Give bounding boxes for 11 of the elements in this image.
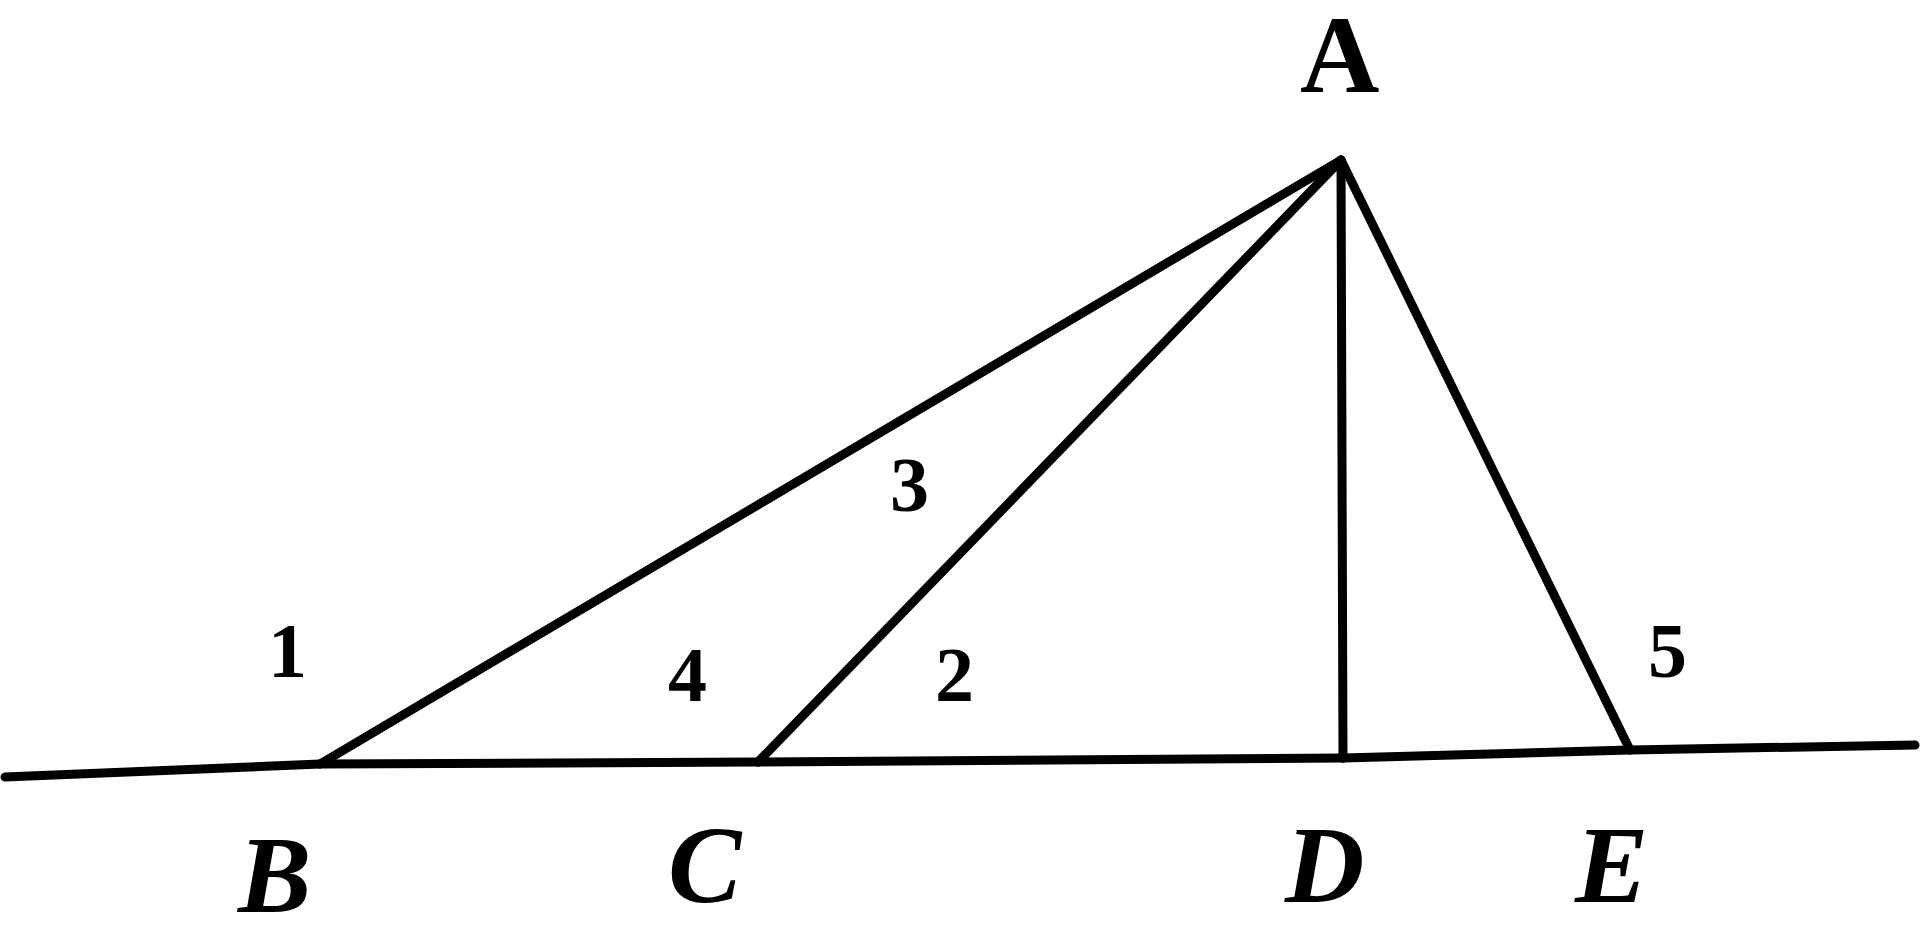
angle-number: 1 bbox=[268, 612, 307, 690]
point-label: B bbox=[238, 820, 312, 930]
angle-number: 2 bbox=[935, 636, 974, 714]
point-label: E bbox=[1575, 810, 1649, 920]
point-label: A bbox=[1300, 0, 1380, 110]
point-label: D bbox=[1285, 810, 1365, 920]
angle-number: 5 bbox=[1648, 612, 1687, 690]
point-label: C bbox=[668, 810, 742, 920]
line-segment bbox=[1625, 740, 1920, 755]
angle-number: 3 bbox=[890, 446, 929, 524]
angle-number: 4 bbox=[668, 636, 707, 714]
